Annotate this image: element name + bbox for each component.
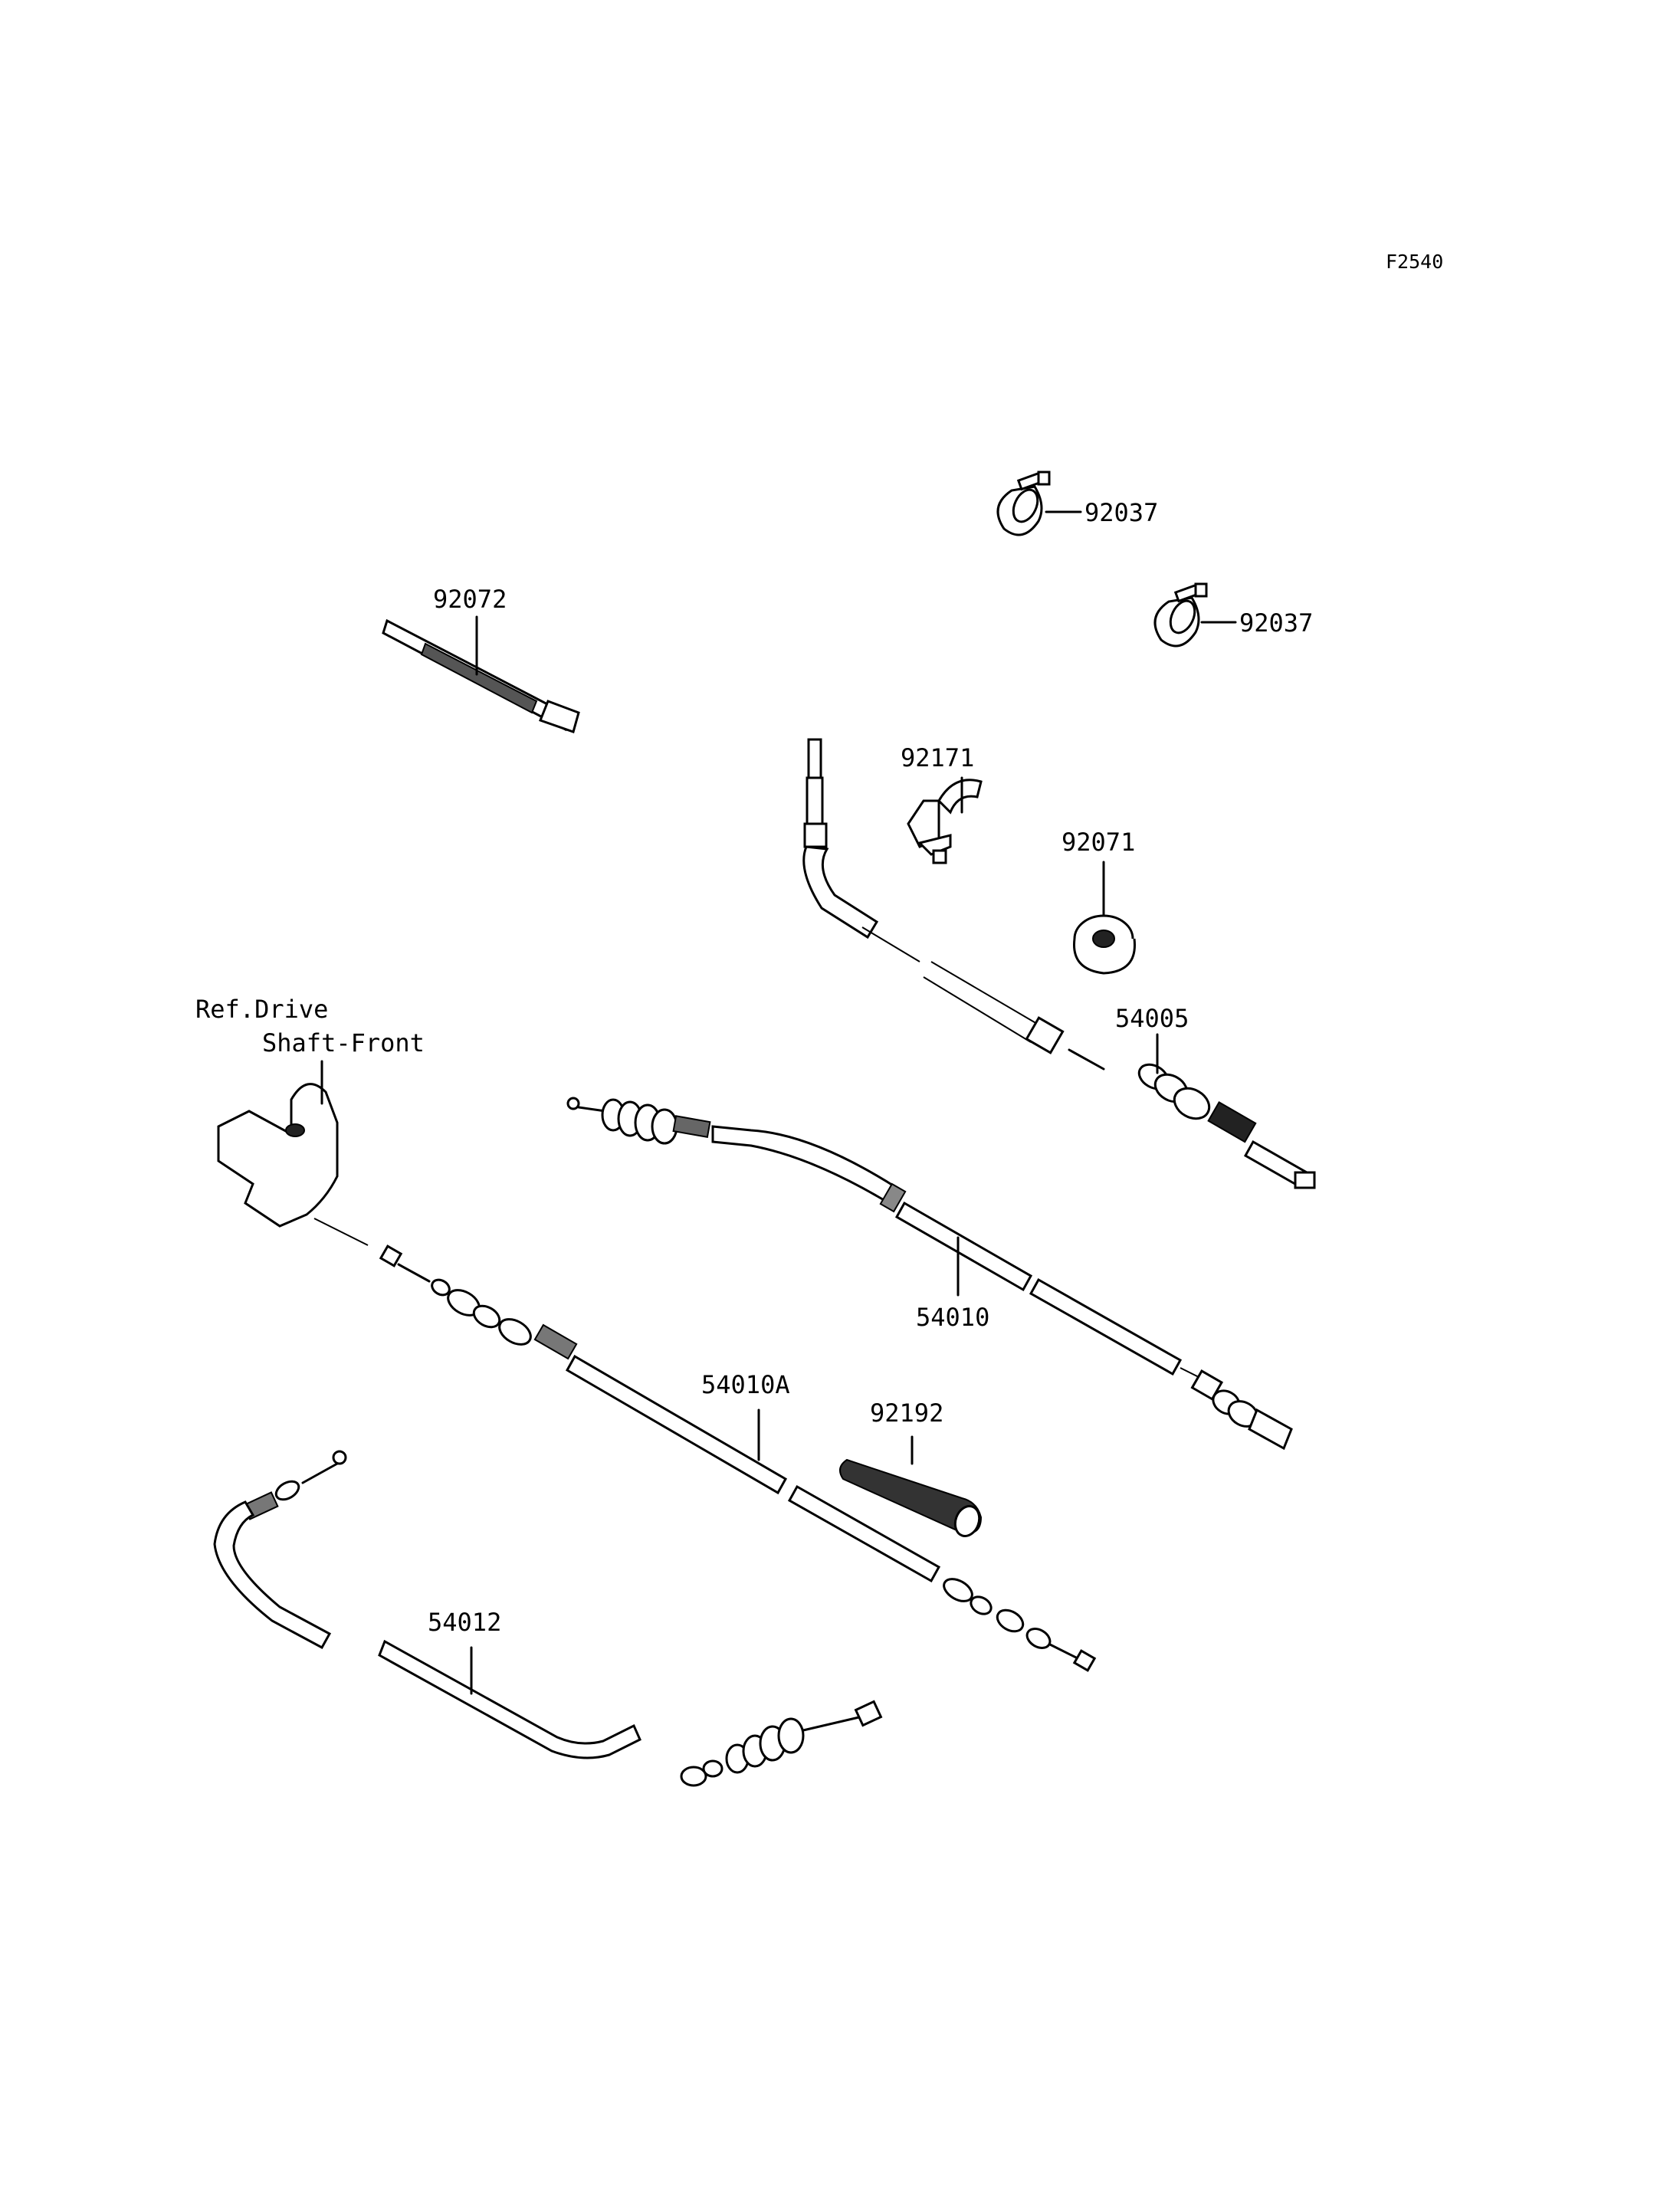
reference-line-1: Ref.Drive — [195, 995, 328, 1024]
label-54010: 54010 — [916, 1303, 989, 1332]
label-92171: 92171 — [901, 743, 974, 772]
label-92072: 92072 — [433, 585, 507, 614]
grommet-92071 — [1072, 861, 1136, 975]
label-92071: 92071 — [1061, 828, 1135, 857]
cable-54005 — [802, 738, 1316, 1189]
clamp-92037-b — [1153, 582, 1237, 648]
label-54010A: 54010A — [701, 1370, 790, 1399]
clip-92171 — [907, 776, 983, 864]
hose-92192 — [839, 1435, 983, 1537]
label-92037-b: 92037 — [1239, 608, 1313, 638]
cable-54010A — [379, 1244, 1097, 1672]
cable-54010 — [566, 1097, 1293, 1451]
cable-54012 — [213, 1450, 883, 1787]
drive-shaft-bracket — [217, 1060, 369, 1246]
label-54005: 54005 — [1115, 1004, 1189, 1033]
reference-line-2: Shaft-Front — [262, 1028, 425, 1058]
label-92192: 92192 — [870, 1399, 943, 1428]
cable-tie-92072 — [382, 615, 580, 733]
figure-code: F2540 — [1386, 251, 1443, 273]
clamp-92037-a — [996, 471, 1082, 536]
label-54012: 54012 — [428, 1608, 501, 1637]
label-92037-a: 92037 — [1084, 498, 1158, 527]
